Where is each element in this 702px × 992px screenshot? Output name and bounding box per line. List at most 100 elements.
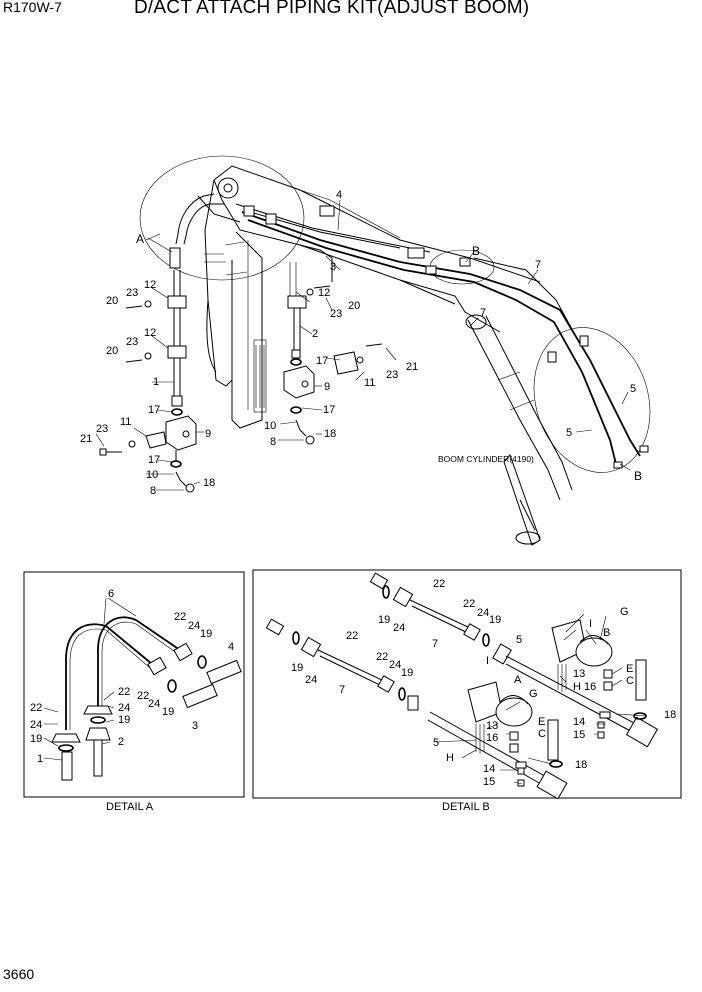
callout-18b: 18	[203, 477, 215, 489]
callout-21a: 21	[406, 361, 418, 373]
main-assembly-view: A B B 4 3 7 7 5 5 12 12 12 23 23 23 23 2…	[80, 155, 651, 546]
detail-b-callout-19a: 19	[489, 614, 501, 626]
detail-b-callout-16b: 16	[486, 732, 498, 744]
callout-1: 1	[153, 376, 159, 388]
detail-b-callout-14b: 14	[483, 763, 495, 775]
detail-a-callout-22c: 22	[137, 690, 149, 702]
detail-b-callout-e2: E	[538, 716, 545, 728]
callout-zone-b-bottom: B	[634, 469, 642, 483]
callout-17b: 17	[148, 404, 160, 416]
detail-b-callout-b: B	[603, 627, 610, 639]
detail-a-caption: DETAIL A	[106, 801, 154, 813]
callout-7a: 7	[535, 259, 541, 271]
detail-b-callout-h2: H	[446, 752, 454, 764]
detail-a-circle	[139, 155, 305, 281]
detail-a-callout-6: 6	[108, 588, 114, 600]
detail-a-callout-19a: 19	[200, 628, 212, 640]
boom-cylinder-note: BOOM CYLINDER(4190)	[438, 454, 534, 464]
callout-2: 2	[312, 328, 318, 340]
detail-b-callout-24d: 24	[389, 659, 401, 671]
detail-b-circle-bottom	[533, 327, 651, 473]
detail-b-callout-19d: 19	[401, 667, 413, 679]
middle-pipe-assembly	[283, 285, 383, 445]
detail-b-callout-7a: 7	[432, 638, 438, 650]
detail-b-callout-h1: H	[573, 681, 581, 693]
detail-a-callout-19d: 19	[30, 733, 42, 745]
detail-b-callout-16a: 16	[584, 681, 596, 693]
detail-b-callout-22c: 22	[346, 630, 358, 642]
detail-b-callout-c2: C	[538, 728, 546, 740]
detail-b-callout-7b: 7	[339, 684, 345, 696]
callout-8a: 8	[270, 436, 276, 448]
detail-b-callout-c1: C	[626, 675, 634, 687]
detail-a-callout-4: 4	[228, 641, 234, 653]
detail-b-callout-14a: 14	[573, 716, 585, 728]
detail-a-callout-1: 1	[37, 753, 43, 765]
boom-pipes	[169, 193, 649, 469]
detail-b-callout-g2: G	[529, 688, 538, 700]
detail-b-callout-13a: 13	[573, 668, 585, 680]
callout-18a: 18	[324, 428, 336, 440]
callout-23d: 23	[386, 369, 398, 381]
callout-23a: 23	[126, 287, 138, 299]
detail-a-callout-19c: 19	[162, 706, 174, 718]
model-code: R170W-7	[3, 0, 62, 15]
callout-5b: 5	[566, 427, 572, 439]
callout-4: 4	[336, 189, 342, 201]
detail-b-caption: DETAIL B	[442, 801, 490, 813]
detail-b-callout-a: A	[514, 674, 522, 686]
callout-21b: 21	[80, 433, 92, 445]
detail-a-callout-22d: 22	[30, 702, 42, 714]
detail-b-callout-19c: 19	[291, 662, 303, 674]
callout-17d: 17	[148, 454, 160, 466]
callout-20c: 20	[348, 300, 360, 312]
detail-b-callout-13b: 13	[486, 720, 498, 732]
callout-20a: 20	[106, 295, 118, 307]
callout-12a: 12	[144, 279, 156, 291]
callout-17a: 17	[316, 355, 328, 367]
detail-b-callout-e1: E	[626, 663, 633, 675]
detail-b-callout-22a: 22	[433, 578, 445, 590]
detail-b-callout-15b: 15	[483, 776, 495, 788]
leader-lines	[95, 199, 631, 491]
callout-11b: 11	[120, 416, 131, 428]
detail-a-callout-22b: 22	[118, 686, 130, 698]
page-title: D/ACT ATTACH PIPING KIT(ADJUST BOOM)	[134, 0, 530, 18]
callout-3: 3	[330, 261, 336, 273]
left-pipe-assembly	[99, 270, 197, 493]
callout-zone-a: A	[136, 232, 144, 246]
detail-b-callout-18a: 18	[664, 709, 676, 721]
detail-b-callout-g1: G	[620, 606, 629, 618]
callout-8b: 8	[150, 485, 156, 497]
detail-a-callout-3: 3	[192, 720, 198, 732]
detail-b-callout-5b: 5	[433, 737, 439, 749]
detail-b-callout-24c: 24	[305, 674, 317, 686]
callout-5a: 5	[630, 383, 636, 395]
callout-23e: 23	[96, 423, 108, 435]
detail-a-panel: 6 22 24 19 4 22 22 24 24 19 19 3 22 24 1…	[23, 571, 245, 798]
callout-12c: 12	[318, 287, 330, 299]
main-callouts: A B B 4 3 7 7 5 5 12 12 12 23 23 23 23 2…	[80, 189, 642, 497]
callout-10b: 10	[146, 469, 158, 481]
detail-b-callout-22d: 22	[376, 651, 388, 663]
detail-b-callout-24b: 24	[393, 622, 405, 634]
detail-b-callout-18b: 18	[575, 759, 587, 771]
callout-20b: 20	[106, 345, 118, 357]
detail-b-callout-i2: I	[486, 655, 489, 667]
callout-zone-b-top: B	[472, 244, 480, 258]
detail-a-callout-24b: 24	[118, 702, 130, 714]
detail-b-callout-15a: 15	[573, 729, 585, 741]
callout-17c: 17	[323, 404, 335, 416]
boom-cylinder	[465, 314, 573, 546]
detail-a-callout-19b: 19	[118, 714, 130, 726]
callout-11a: 11	[364, 377, 375, 389]
callout-10a: 10	[264, 420, 276, 432]
boom-body	[204, 165, 541, 429]
detail-b-callout-19b: 19	[378, 614, 390, 626]
detail-b-callout-5a: 5	[516, 634, 522, 646]
detail-b-callout-22b: 22	[463, 598, 475, 610]
page-number: 3660	[3, 966, 35, 982]
callout-9a: 9	[324, 381, 330, 393]
detail-a-callout-24c: 24	[148, 698, 160, 710]
detail-b-panel: 22 22 24 19 19 24 7 22 19 24 7 22 24 19 …	[252, 569, 682, 800]
